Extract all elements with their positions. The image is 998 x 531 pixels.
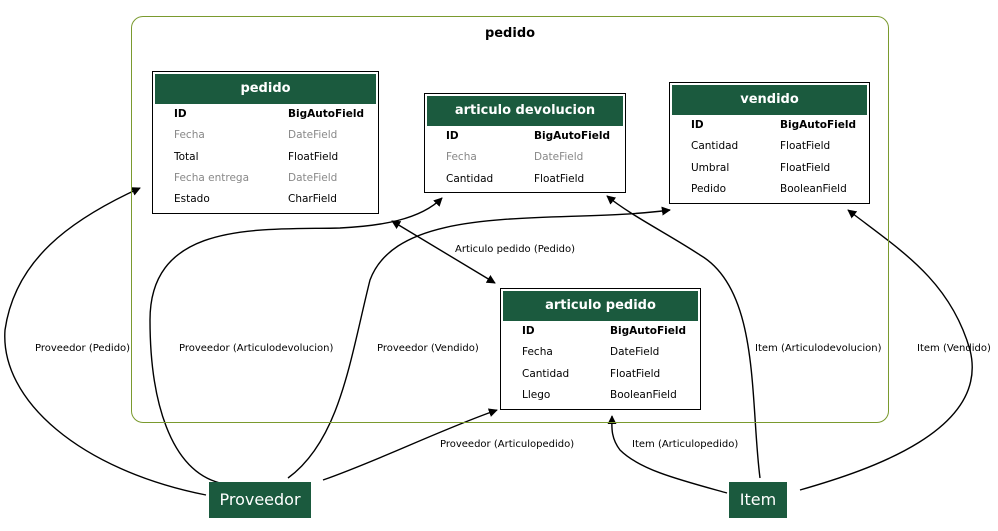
edge-articulo-pedido-pedido [391, 220, 496, 284]
field-row: ID BigAutoField [155, 104, 376, 125]
field-name: Fecha [522, 346, 553, 359]
app-cluster-pedido: pedido [131, 16, 889, 423]
field-name: Pedido [691, 182, 727, 195]
field-name: ID [174, 108, 187, 120]
field-row: Estado CharField [155, 189, 376, 210]
field-name: ID [446, 130, 459, 142]
edge-label-proveedor-articulo-devolucion: Proveedor (Articulodevolucion) [179, 343, 334, 354]
field-row: Fecha entrega DateField [155, 168, 376, 189]
model-header: articulo devolucion [427, 96, 623, 126]
field-name: Cantidad [691, 140, 739, 153]
edge-proveedor-vendido [287, 206, 671, 479]
field-type: CharField [288, 193, 337, 206]
field-row: Fecha DateField [503, 342, 698, 363]
field-name: ID [522, 325, 535, 337]
field-name: Cantidad [522, 367, 570, 380]
field-row: Fecha DateField [427, 147, 623, 168]
field-row: Llego BooleanField [503, 385, 698, 406]
field-type: BigAutoField [288, 108, 364, 120]
field-name: Estado [174, 193, 210, 206]
edge-label-proveedor-pedido: Proveedor (Pedido) [35, 343, 130, 354]
field-type: DateField [288, 171, 338, 184]
edge-label-item-vendido: Item (Vendido) [917, 343, 991, 354]
field-name: Fecha entrega [174, 171, 250, 184]
edge-label-item-articulo-pedido: Item (Articulopedido) [632, 439, 738, 450]
edge-label-articulo-pedido-pedido: Articulo pedido (Pedido) [455, 244, 575, 255]
field-row: ID BigAutoField [672, 115, 867, 136]
cluster-title: pedido [484, 26, 536, 41]
field-type: BigAutoField [780, 119, 856, 131]
edge-proveedor-articulo-pedido [322, 408, 498, 481]
model-header: pedido [155, 74, 376, 104]
field-row: ID BigAutoField [503, 321, 698, 342]
model-header: vendido [672, 85, 867, 115]
field-row: Cantidad FloatField [503, 364, 698, 385]
field-name: Llego [522, 388, 551, 401]
field-type: FloatField [288, 150, 339, 163]
field-row: Fecha DateField [155, 125, 376, 146]
field-row: Total FloatField [155, 147, 376, 168]
field-type: FloatField [534, 172, 585, 185]
edge-item-vendido [799, 209, 973, 491]
field-type: BigAutoField [610, 325, 686, 337]
field-name: Cantidad [446, 172, 494, 185]
edge-label-proveedor-articulo-pedido: Proveedor (Articulopedido) [440, 439, 574, 450]
edge-proveedor-pedido [4, 187, 207, 496]
field-type: DateField [610, 346, 660, 359]
field-name: Fecha [446, 151, 477, 164]
external-model-proveedor: Proveedor [209, 482, 311, 518]
field-row: Umbral FloatField [672, 158, 867, 179]
field-row: Cantidad FloatField [672, 136, 867, 157]
model-header: articulo pedido [503, 291, 698, 321]
external-model-item: Item [729, 482, 787, 518]
field-row: ID BigAutoField [427, 126, 623, 147]
edge-item-articulo-devolucion [606, 195, 761, 479]
field-type: FloatField [780, 161, 831, 174]
edge-proveedor-articulo-devolucion [149, 197, 443, 484]
field-type: FloatField [610, 367, 661, 380]
field-name: ID [691, 119, 704, 131]
field-row: Pedido BooleanField [672, 179, 867, 200]
edge-label-proveedor-vendido: Proveedor (Vendido) [377, 343, 479, 354]
field-type: FloatField [780, 140, 831, 153]
edge-item-articulo-pedido [607, 415, 728, 494]
field-type: DateField [288, 129, 338, 142]
field-type: BooleanField [780, 182, 847, 195]
field-type: DateField [534, 151, 584, 164]
field-type: BigAutoField [534, 130, 610, 142]
field-name: Fecha [174, 129, 205, 142]
edge-label-item-articulo-devolucion: Item (Articulodevolucion) [755, 343, 882, 354]
field-type: BooleanField [610, 388, 677, 401]
field-name: Umbral [691, 161, 730, 174]
field-row: Cantidad FloatField [427, 169, 623, 190]
field-name: Total [174, 150, 199, 163]
